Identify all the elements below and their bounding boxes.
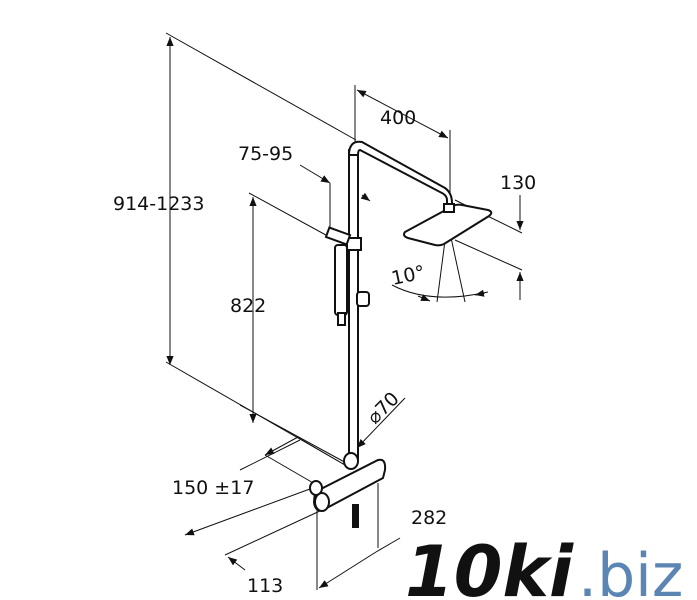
watermark: 10ki .biz xyxy=(405,531,683,600)
label-total-height: 914-1233 xyxy=(113,193,204,215)
watermark-brand: 10ki xyxy=(405,531,574,600)
lower-bracket xyxy=(356,291,370,307)
tub-spout xyxy=(352,504,359,528)
label-tilt-angle: 10° xyxy=(389,261,427,290)
head-connector xyxy=(443,203,455,213)
mixer-cap xyxy=(309,480,323,496)
dimension-labels: 914-1233 822 75-95 400 130 10° ⌀70 150 ±… xyxy=(113,107,536,597)
label-arm-reach: 400 xyxy=(380,107,416,129)
label-wall-distance: 113 xyxy=(247,575,283,597)
riser-joint xyxy=(343,452,359,470)
hand-shower xyxy=(334,244,348,316)
hose-connector xyxy=(337,312,346,326)
label-slider-height: 822 xyxy=(230,295,266,317)
label-inlet-spacing: 150 ±17 xyxy=(172,477,254,499)
label-pipe-diameter: ⌀70 xyxy=(363,388,404,429)
shower-head xyxy=(403,203,493,247)
watermark-tld: .biz xyxy=(578,541,683,600)
label-head-height: 130 xyxy=(500,172,536,194)
label-mixer-width: 282 xyxy=(411,507,447,529)
mixer-knob xyxy=(314,492,330,512)
label-slider-clearance: 75-95 xyxy=(238,143,293,165)
slider-arm xyxy=(324,226,352,246)
shower-fixture xyxy=(309,140,493,528)
shower-arm xyxy=(347,140,453,206)
